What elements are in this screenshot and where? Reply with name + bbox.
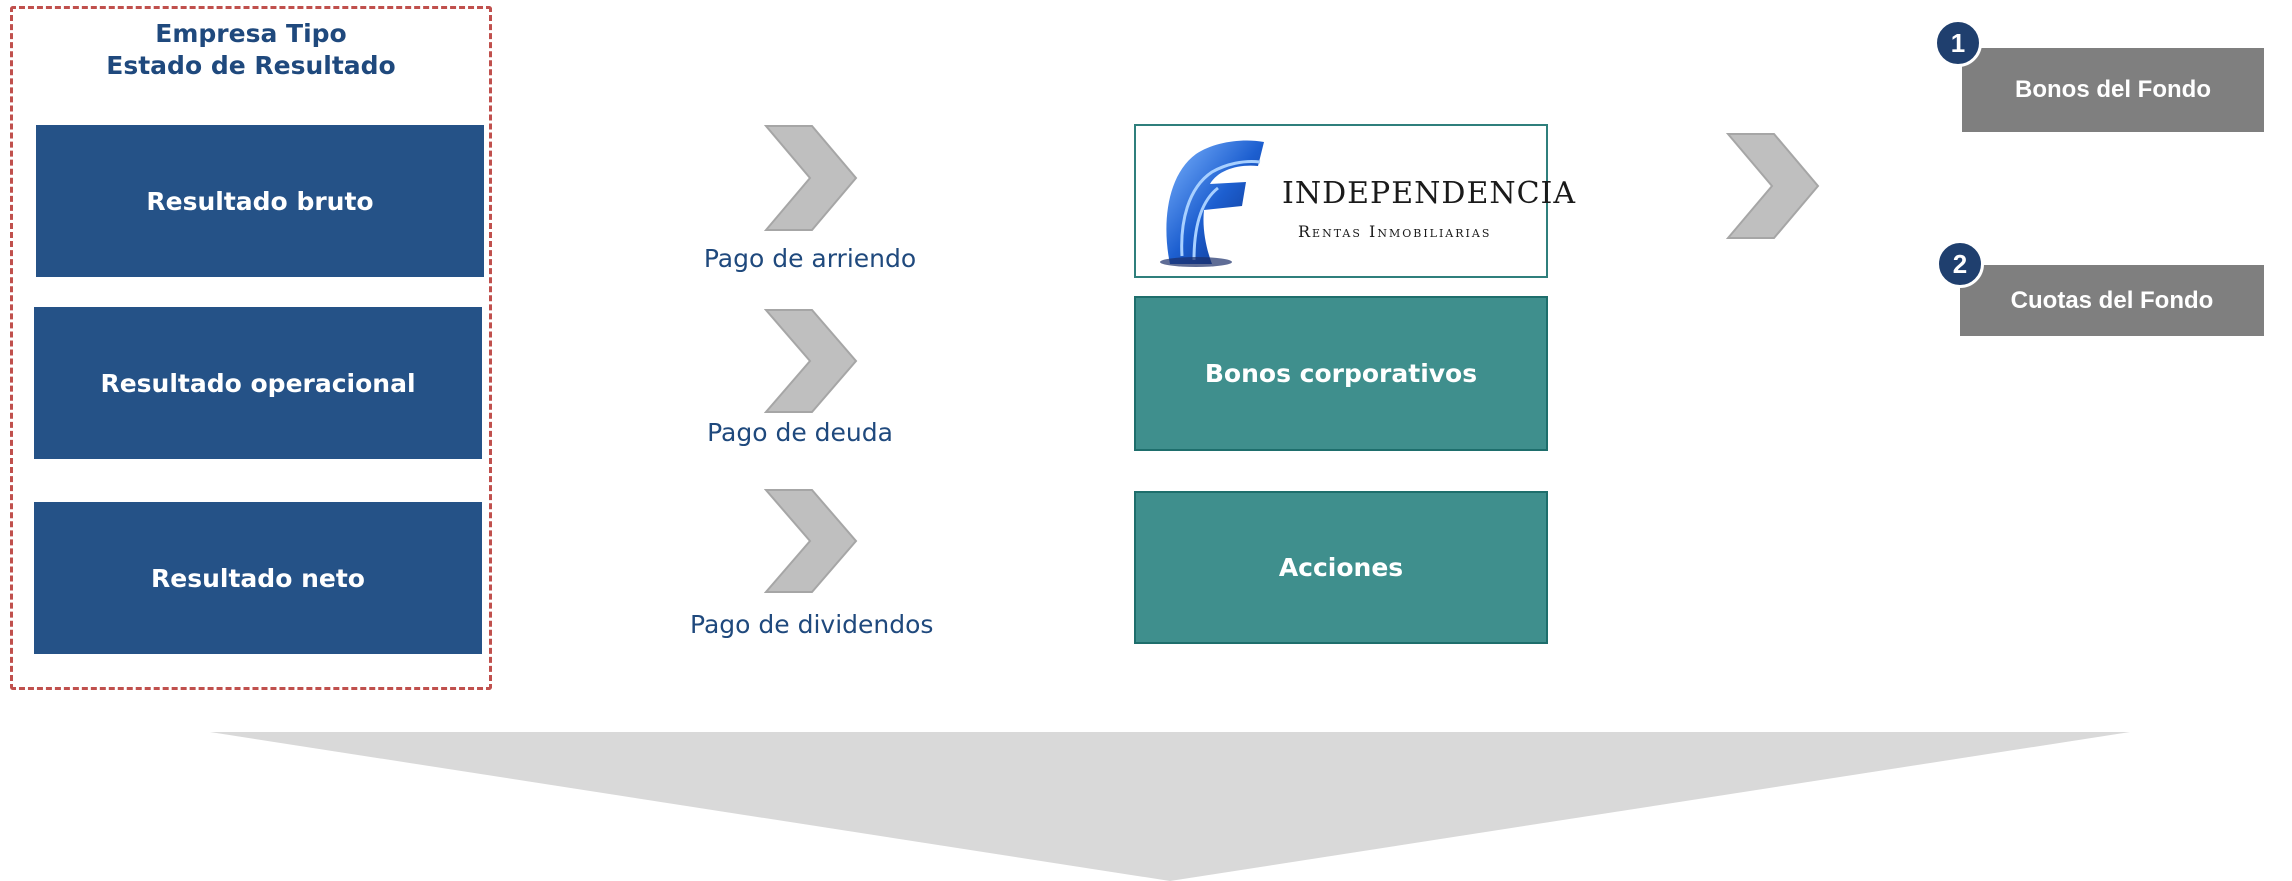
flow-label-debt: Pago de deuda [707, 418, 893, 447]
income-statement-frame [10, 6, 492, 690]
independencia-logo: Independencia Rentas Inmobiliarias [1134, 124, 1575, 278]
title-line-2: Estado de Resultado [106, 51, 396, 80]
fund-bonds-box: Bonos del Fondo [1962, 48, 2264, 132]
flow-label-rent: Pago de arriendo [703, 244, 917, 273]
flow-label-dividends: Pago de dividendos [690, 610, 934, 639]
chevron-right-icon [764, 125, 858, 231]
fund-units-box: Cuotas del Fondo [1960, 265, 2264, 336]
title-line-1: Empresa Tipo [155, 19, 347, 48]
chevron-right-icon [1726, 133, 1820, 239]
gross-result-box: Resultado bruto [36, 125, 484, 277]
logo-title: Independencia [1282, 176, 1577, 211]
down-arrow-icon [210, 732, 2130, 881]
corporate-bonds-box: Bonos corporativos [1134, 296, 1548, 451]
step-badge-1: 1 [1934, 19, 1982, 67]
operating-result-box: Resultado operacional [34, 307, 482, 459]
income-statement-title: Empresa Tipo Estado de Resultado [10, 18, 492, 82]
chevron-right-icon [764, 489, 858, 593]
independencia-logo-icon [1160, 140, 1264, 267]
net-result-box: Resultado neto [34, 502, 482, 654]
chevron-right-icon [764, 309, 858, 413]
step-badge-2: 2 [1936, 240, 1984, 288]
logo-subtitle: Rentas Inmobiliarias [1298, 222, 1492, 241]
shares-box: Acciones [1134, 491, 1548, 644]
